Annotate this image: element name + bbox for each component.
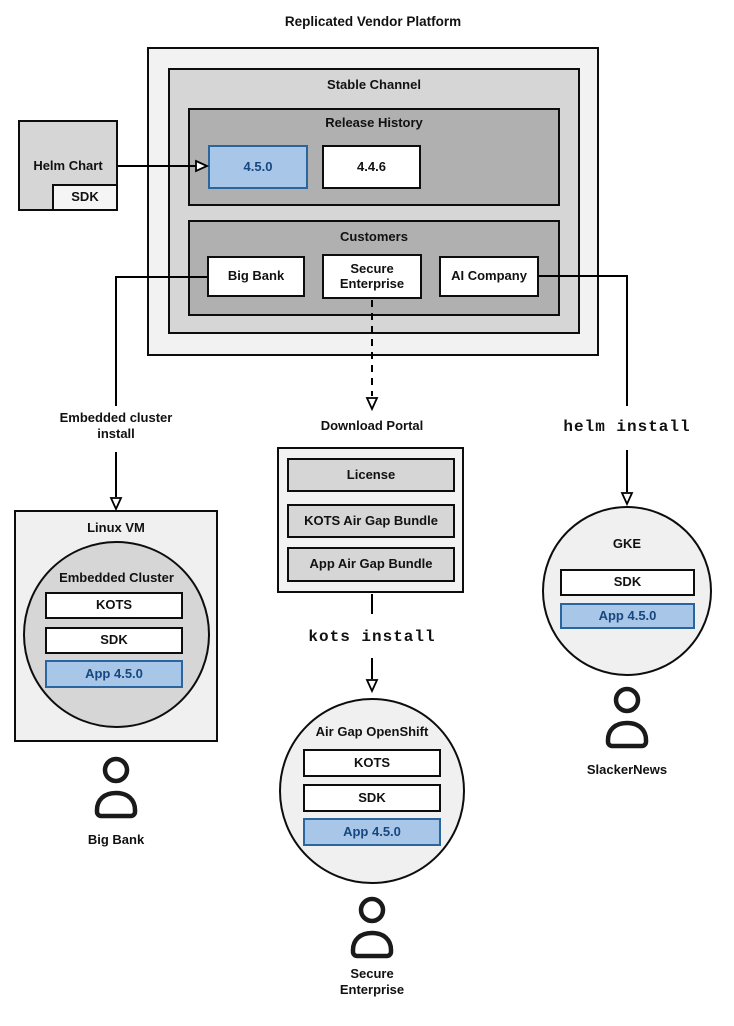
release-history-label: Release History (325, 115, 423, 130)
secure-enterprise-user-icon (347, 896, 397, 960)
diagram-title: Replicated Vendor Platform (284, 14, 462, 29)
openshift-sdk-box: SDK (303, 784, 441, 812)
airgap-openshift-label: Air Gap OpenShift (315, 724, 429, 739)
release-node-450: 4.5.0 (208, 145, 308, 189)
customers-label: Customers (340, 229, 408, 244)
customer-ai-company: AI Company (439, 256, 539, 297)
stable-channel-label: Stable Channel (327, 77, 421, 92)
gke-label: GKE (612, 536, 642, 551)
big-bank-user-label: Big Bank (87, 832, 145, 847)
slackernews-user-label: SlackerNews (586, 762, 668, 777)
secure-enterprise-user-label: Secure Enterprise (339, 966, 405, 998)
gke-sdk-box: SDK (560, 569, 695, 596)
embedded-cluster-install-label: Embedded cluster install (59, 410, 173, 442)
linux-vm-sdk-box: SDK (45, 627, 183, 654)
kots-install-label: kots install (308, 628, 436, 646)
arrowhead-downloadportal (365, 397, 379, 412)
big-bank-user-icon (91, 756, 141, 820)
embedded-cluster-label: Embedded Cluster (59, 570, 174, 585)
helm-chart-sdk-box: SDK (52, 184, 118, 211)
portal-item-license: License (287, 458, 455, 492)
gke-app-box: App 4.5.0 (560, 603, 695, 629)
linux-vm-kots-box: KOTS (45, 592, 183, 619)
portal-item-kots-airgap-bundle: KOTS Air Gap Bundle (287, 504, 455, 538)
release-node-446: 4.4.6 (322, 145, 421, 189)
download-portal-label: Download Portal (320, 418, 424, 433)
customer-secure-enterprise: Secure Enterprise (322, 254, 422, 299)
helm-install-label: helm install (563, 418, 691, 436)
arrowhead-openshift (365, 679, 379, 694)
helm-chart-label: Helm Chart (33, 158, 103, 173)
portal-item-app-airgap-bundle: App Air Gap Bundle (287, 547, 455, 582)
arrowhead-gke (620, 492, 634, 507)
arrowhead-linuxvm (109, 497, 123, 512)
openshift-app-box: App 4.5.0 (303, 818, 441, 846)
linux-vm-label: Linux VM (87, 520, 145, 535)
customer-big-bank: Big Bank (207, 256, 305, 297)
slackernews-user-icon (602, 686, 652, 750)
linux-vm-app-box: App 4.5.0 (45, 660, 183, 688)
openshift-kots-box: KOTS (303, 749, 441, 777)
